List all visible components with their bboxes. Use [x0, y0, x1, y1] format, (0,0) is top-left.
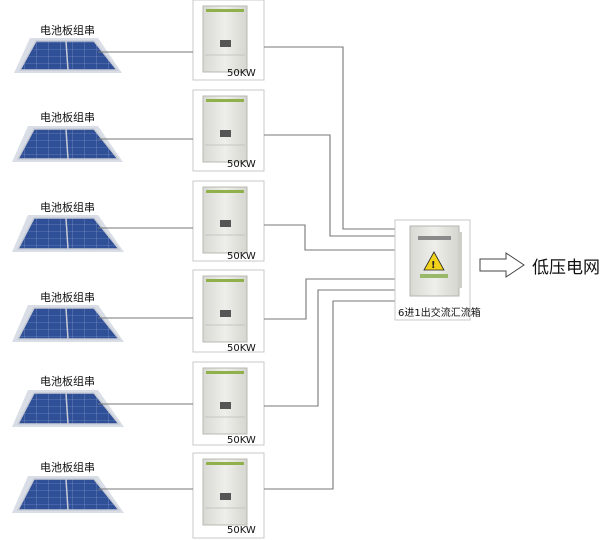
- inverter-cabinet: [192, 89, 265, 172]
- inverter-rating: 50KW: [227, 251, 256, 262]
- right-arrow-icon: [479, 252, 525, 278]
- inverter-cabinet: [192, 0, 265, 81]
- grid-label: 低压电网: [532, 258, 600, 278]
- inverter-cabinet: [192, 269, 265, 353]
- inverter-cabinet: [192, 452, 265, 539]
- svg-text:!: !: [431, 260, 436, 271]
- connector-line: [264, 300, 395, 490]
- solar-panel-array: [12, 476, 124, 513]
- solar-string-label: 电池板组串: [40, 374, 95, 388]
- solar-panel-array: [12, 215, 124, 252]
- solar-panel-array: [12, 390, 124, 427]
- solar-string-label: 电池板组串: [40, 200, 95, 214]
- solar-panel-array: [12, 126, 123, 162]
- combiner-box-label: 6进1出交流汇流箱: [398, 306, 481, 319]
- panel-inverter-connections: [98, 51, 193, 490]
- solar-panel-array: [14, 38, 122, 73]
- solar-string-label: 电池板组串: [40, 290, 95, 304]
- combiner-box: !: [394, 219, 471, 321]
- inverter-combiner-connections: [264, 46, 395, 490]
- solar-string-label: 电池板组串: [40, 460, 95, 474]
- inverter-cabinet: [192, 361, 265, 446]
- row-4: 电池板组串 50KW: [12, 269, 265, 354]
- connector-line: [264, 224, 395, 251]
- inverter-rating: 50KW: [227, 435, 256, 446]
- warning-icon: !: [423, 251, 445, 271]
- row-5: 电池板组串 50KW: [12, 361, 265, 446]
- solar-string-label: 电池板组串: [40, 110, 95, 124]
- solar-string-label: 电池板组串: [40, 23, 95, 37]
- row-1: 电池板组串 50KW: [14, 0, 265, 81]
- connector-line: [264, 134, 395, 237]
- inverter-rating: 50KW: [227, 68, 256, 79]
- row-2: 电池板组串 50KW: [12, 89, 265, 172]
- row-6: 电池板组串 50KW: [12, 452, 265, 539]
- solar-panel-array: [12, 305, 124, 342]
- inverter-cabinet: [192, 180, 265, 262]
- connector-line: [264, 278, 395, 320]
- inverter-rating: 50KW: [227, 525, 256, 536]
- connector-line: [264, 46, 395, 230]
- connector-line: [264, 289, 395, 407]
- row-3: 电池板组串 50KW: [12, 180, 265, 262]
- inverter-rating: 50KW: [227, 159, 256, 170]
- inverter-rating: 50KW: [227, 343, 256, 354]
